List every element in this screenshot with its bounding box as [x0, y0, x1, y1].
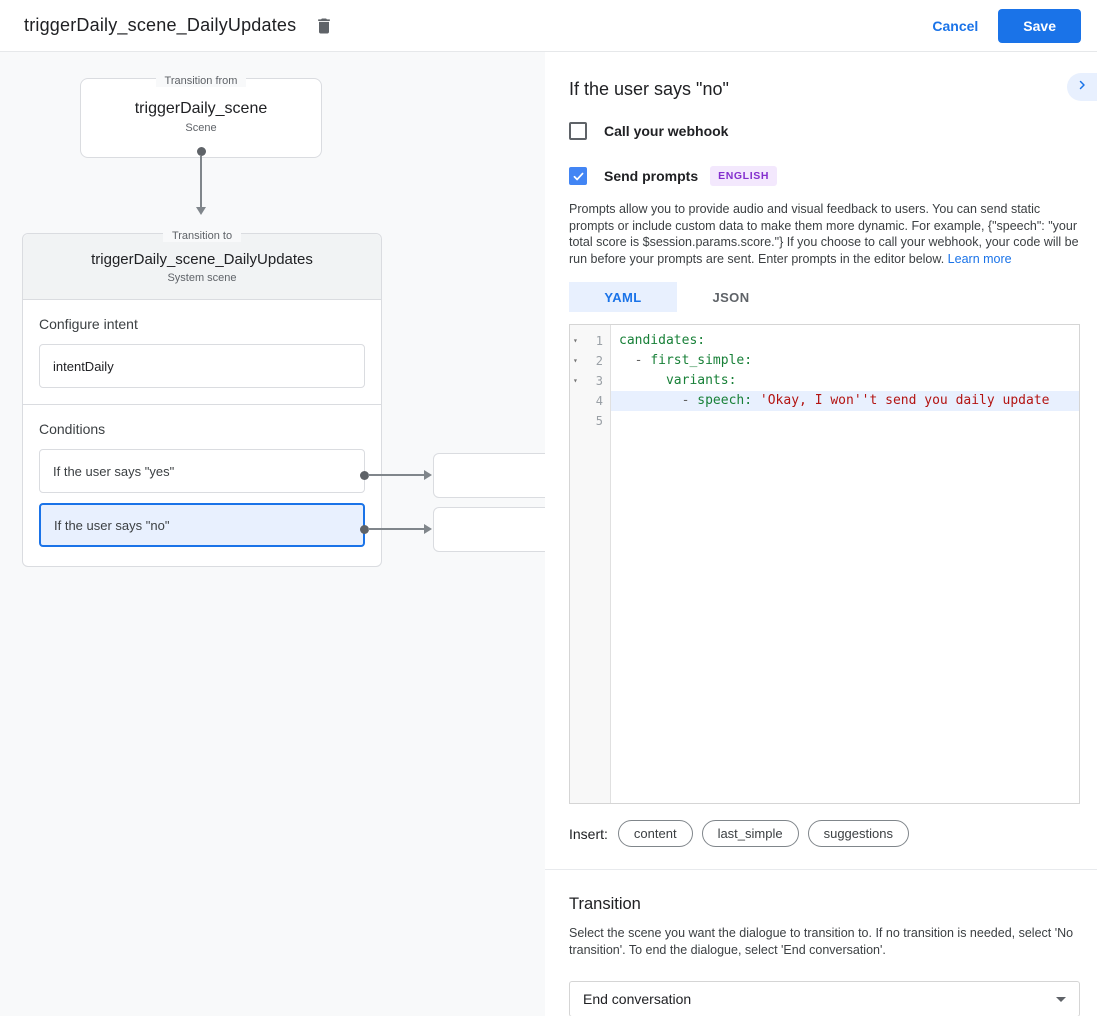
transition-target-node[interactable]	[433, 507, 545, 552]
webhook-row: Call your webhook	[569, 122, 1080, 140]
to-scene-subtitle: System scene	[167, 272, 237, 284]
transition-target-node[interactable]	[433, 453, 545, 498]
top-bar-left: triggerDaily_scene_DailyUpdates	[24, 15, 334, 36]
from-scene-subtitle: Scene	[185, 122, 217, 134]
code-editor[interactable]: ▾ 1 ▾ 2 ▾ 3 4 5 candidates: - first_simple:…	[569, 324, 1080, 804]
fold-arrow-icon[interactable]: ▾	[573, 336, 578, 345]
configure-intent-section: Configure intent intentDaily	[23, 300, 381, 404]
connector-line	[368, 474, 424, 476]
prompts-description-text: Prompts allow you to provide audio and v…	[569, 202, 1079, 266]
yaml-dash: -	[634, 353, 651, 368]
webhook-checkbox[interactable]	[569, 122, 587, 140]
code-line: - first_simple:	[611, 351, 1079, 371]
top-bar: triggerDaily_scene_DailyUpdates Cancel S…	[0, 0, 1097, 52]
line-number: 4	[595, 394, 603, 408]
main-area: Transition from triggerDaily_scene Scene…	[0, 52, 1097, 1016]
top-bar-actions: Cancel Save	[932, 8, 1081, 43]
cancel-button[interactable]: Cancel	[932, 17, 979, 34]
panel-divider	[545, 869, 1097, 870]
yaml-key: first_simple:	[650, 353, 753, 368]
save-button[interactable]: Save	[998, 8, 1081, 43]
from-scene-title: triggerDaily_scene	[134, 100, 268, 117]
fold-arrow-icon[interactable]: ▾	[573, 376, 578, 385]
transition-from-node[interactable]: Transition from triggerDaily_scene Scene	[80, 75, 322, 158]
transition-select[interactable]: End conversation	[569, 981, 1080, 1016]
editor-gutter: ▾ 1 ▾ 2 ▾ 3 4 5	[570, 325, 611, 803]
code-line: variants:	[611, 371, 1079, 391]
insert-chip-last-simple[interactable]: last_simple	[701, 820, 799, 847]
transition-description: Select the scene you want the dialogue t…	[569, 926, 1074, 957]
insert-row: Insert: content last_simple suggestions	[569, 820, 1080, 847]
yaml-indent	[619, 393, 682, 408]
dropdown-caret-icon	[1056, 996, 1066, 1002]
line-number: 1	[595, 334, 603, 348]
panel-title: If the user says "no"	[569, 79, 729, 99]
transition-heading: Transition	[569, 895, 641, 913]
line-number: 3	[595, 374, 603, 388]
insert-chip-suggestions[interactable]: suggestions	[807, 820, 909, 847]
line-number: 5	[595, 414, 603, 428]
to-scene-header: triggerDaily_scene_DailyUpdates System s…	[23, 234, 381, 300]
send-prompts-label: Send prompts	[604, 168, 699, 184]
connector-arrowhead-icon	[196, 207, 206, 215]
connector-arrowhead-icon	[424, 470, 432, 480]
transition-from-legend: Transition from	[81, 71, 321, 89]
code-line-active: - speech: 'Okay, I won''t send you daily…	[611, 391, 1079, 411]
connector-line	[200, 156, 202, 208]
connector-arrowhead-icon	[424, 524, 432, 534]
connector-dot	[197, 147, 206, 156]
learn-more-link[interactable]: Learn more	[947, 251, 1012, 266]
configure-intent-heading: Configure intent	[39, 316, 138, 332]
yaml-dash: -	[681, 393, 698, 408]
yaml-key: candidates:	[619, 333, 706, 348]
section-divider	[23, 404, 381, 405]
delete-icon[interactable]	[314, 16, 334, 36]
condition-item-yes[interactable]: If the user says "yes"	[39, 449, 365, 493]
connector-line	[368, 528, 424, 530]
prompts-description: Prompts allow you to provide audio and v…	[569, 201, 1080, 267]
yaml-string: 'Okay, I won''t send you daily update	[759, 393, 1050, 408]
webhook-label: Call your webhook	[604, 123, 729, 139]
insert-chip-content[interactable]: content	[617, 820, 693, 847]
code-line: candidates:	[611, 331, 1079, 351]
editor-code-area[interactable]: candidates: - first_simple: variants: - …	[611, 325, 1079, 803]
intent-field[interactable]: intentDaily	[39, 344, 365, 388]
transition-to-node[interactable]: Transition to triggerDaily_scene_DailyUp…	[22, 230, 382, 567]
fold-arrow-icon[interactable]: ▾	[573, 356, 578, 365]
prompts-row: Send prompts ENGLISH	[569, 166, 1080, 186]
collapse-panel-button[interactable]	[1067, 73, 1097, 101]
transition-to-legend: Transition to	[23, 226, 381, 244]
page-title: triggerDaily_scene_DailyUpdates	[24, 15, 297, 35]
tab-json[interactable]: JSON	[712, 289, 750, 305]
line-number: 2	[595, 354, 603, 368]
conditions-heading: Conditions	[39, 421, 106, 437]
yaml-key: speech:	[697, 393, 760, 408]
conditions-section: Conditions If the user says "yes" If the…	[23, 405, 381, 563]
condition-detail-panel: If the user says "no" Call your webhook …	[545, 52, 1097, 1016]
connector-dot	[360, 525, 369, 534]
condition-item-no[interactable]: If the user says "no"	[39, 503, 365, 547]
yaml-indent	[619, 353, 635, 368]
connector-dot	[360, 471, 369, 480]
transition-select-value: End conversation	[583, 991, 692, 1007]
editor-tabs: YAML JSON	[569, 282, 1080, 312]
language-badge: ENGLISH	[710, 166, 777, 186]
insert-label: Insert:	[569, 825, 608, 842]
code-line	[611, 411, 1079, 431]
chevron-right-icon	[1076, 78, 1088, 96]
scene-flow-canvas: Transition from triggerDaily_scene Scene…	[0, 52, 545, 1016]
tab-yaml[interactable]: YAML	[569, 282, 677, 312]
to-scene-title: triggerDaily_scene_DailyUpdates	[91, 251, 313, 268]
send-prompts-checkbox[interactable]	[569, 167, 587, 185]
yaml-indent	[619, 373, 666, 388]
yaml-key: variants:	[665, 373, 737, 388]
